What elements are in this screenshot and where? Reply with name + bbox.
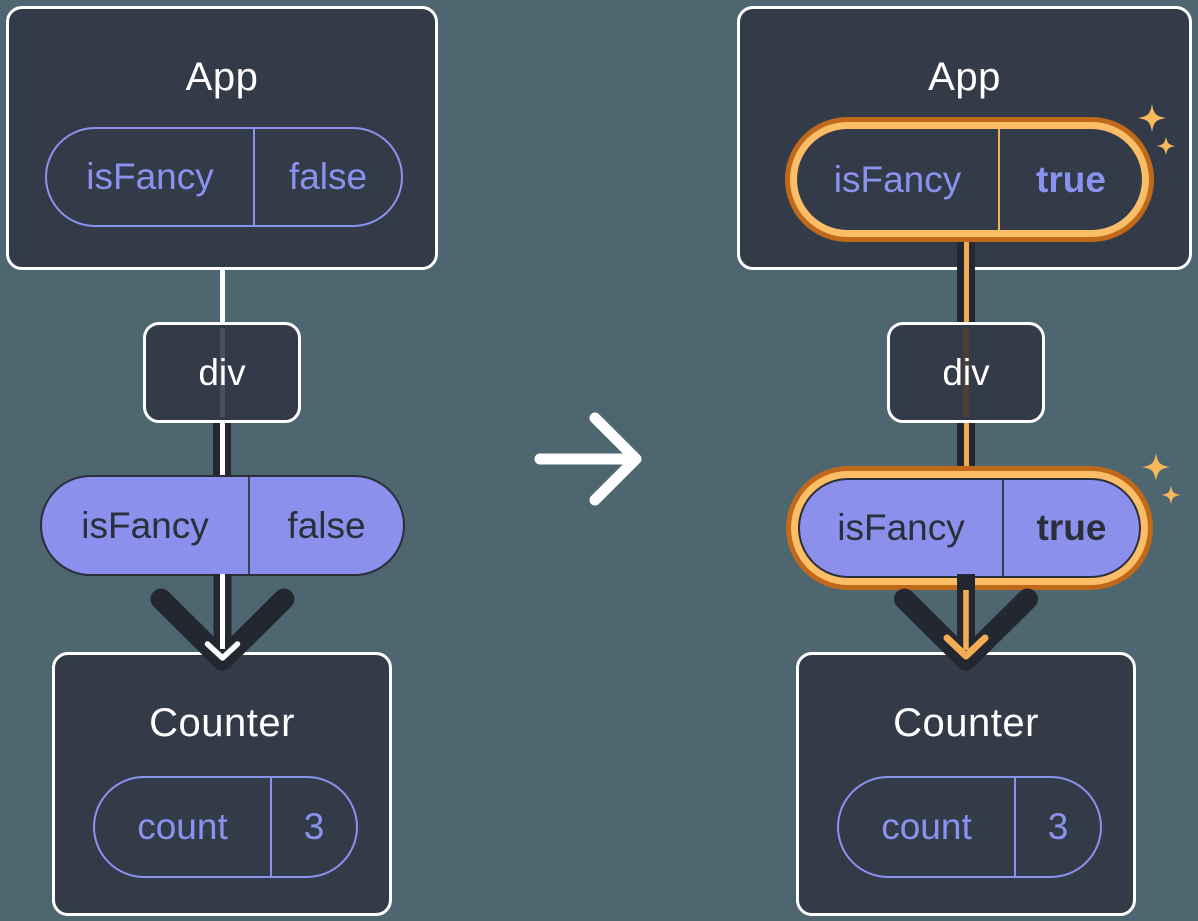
app-node-before: App isFancy false <box>6 6 438 270</box>
passed-prop-pill-after: isFancy true <box>798 478 1141 578</box>
tree-edge-app-div <box>220 270 225 322</box>
prop-name-cell: isFancy <box>81 504 209 546</box>
prop-value-cell: false <box>248 477 403 574</box>
prop-arrow-core <box>963 240 969 322</box>
state-value-cell: 3 <box>270 778 356 876</box>
app-node-after: App isFancy true <box>737 6 1192 270</box>
prop-arrow-icon <box>894 574 1038 671</box>
prop-name-cell: isFancy <box>86 156 214 197</box>
div-node-label: div <box>942 351 990 393</box>
counter-node-after: Counter count 3 <box>796 652 1136 916</box>
counter-node-title: Counter <box>893 701 1039 745</box>
prop-arrow-core <box>963 423 969 471</box>
thread-line <box>963 328 969 417</box>
state-name-cell: count <box>137 806 228 847</box>
state-name-cell: count <box>881 806 972 847</box>
prop-name-cell: isFancy <box>833 158 962 200</box>
prop-value-cell: false <box>253 129 401 225</box>
div-node-after: div <box>887 322 1045 423</box>
state-value-cell: 3 <box>1014 778 1100 876</box>
counter-node-before: Counter count 3 <box>52 652 392 916</box>
app-prop-pill: isFancy false <box>45 127 403 227</box>
right-arrow-icon <box>534 412 642 506</box>
sparkle-icon <box>1142 453 1181 505</box>
prop-arrow-icon <box>150 574 295 671</box>
thread-line <box>219 328 225 417</box>
prop-value-cell: true <box>998 129 1142 230</box>
sparkle-icon <box>1138 104 1176 156</box>
div-node-before: div <box>143 322 301 423</box>
prop-value-cell: true <box>1002 480 1139 576</box>
passed-prop-pill-before: isFancy false <box>40 475 405 576</box>
div-node-label: div <box>198 351 246 393</box>
counter-node-title: Counter <box>149 701 295 745</box>
counter-state-pill: count 3 <box>93 776 358 878</box>
app-node-title: App <box>928 55 1001 99</box>
counter-state-pill: count 3 <box>837 776 1102 878</box>
app-node-title: App <box>185 55 259 99</box>
tree-edge-div-pill <box>220 423 225 478</box>
prop-name-cell: isFancy <box>837 507 965 548</box>
app-prop-pill-highlighted: isFancy true <box>797 129 1142 230</box>
